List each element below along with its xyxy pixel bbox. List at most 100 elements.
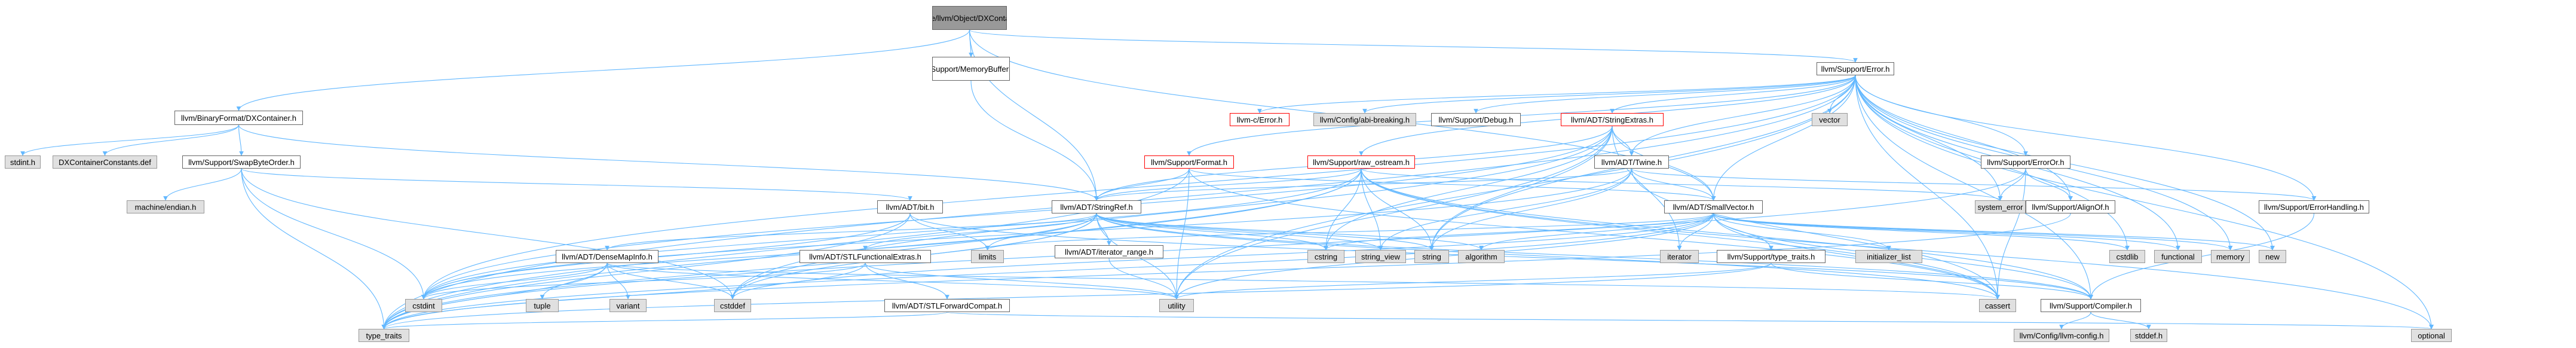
edge-swapbyte-to-type_traits [241,168,387,329]
node-cstring[interactable]: cstring [1307,250,1344,263]
node-errhandling[interactable]: llvm/Support/ErrorHandling.h [2259,200,2369,213]
node-utility[interactable]: utility [1159,299,1194,312]
node-iterrange[interactable]: llvm/ADT/iterator_range.h [1055,245,1163,258]
node-abi[interactable]: llvm/Config/abi-breaking.h [1313,113,1416,126]
node-twine[interactable]: llvm/ADT/Twine.h [1594,155,1669,169]
edge-smallvec-to-cstdlib [1713,213,2130,251]
node-compiler[interactable]: llvm/Support/Compiler.h [2041,299,2141,312]
edge-stringref-to-compiler [1096,213,2093,300]
node-init-list[interactable]: initializer_list [1855,250,1922,263]
edge-densemap-to-utility [607,262,1179,300]
edge-swapbyte-to-endian [163,168,242,201]
edge-errhandling-to-compiler [2088,213,2315,300]
node-label: stddef.h [2134,331,2163,340]
node-label: memory [2216,252,2244,261]
node-label: llvm/Support/Debug.h [1438,115,1514,124]
node-stlforward[interactable]: llvm/ADT/STLForwardCompat.h [884,299,1010,312]
edge-stringref-to-algorithm [1096,213,1484,251]
node-membuf[interactable]: llvm/Support/MemoryBufferRef.h [932,57,1010,81]
node-typetraits-llvm[interactable]: llvm/Support/type_traits.h [1717,250,1825,263]
edge-bfdx-to-stringref [238,124,1099,201]
edge-swapbyte-to-cstdint [241,168,426,300]
edge-stlforward-to-optional [947,312,2433,329]
node-label: cstdint [412,301,435,310]
node-label: llvm/Support/MemoryBufferRef.h [933,64,1009,74]
edge-smallvec-to-new [1713,213,2275,251]
edge-iterrange-to-utility [1108,258,1179,300]
edge-alignof-to-type_traits [381,213,2071,329]
edge-rawostream-to-optional [1361,168,2434,329]
edge-root-to-bfdx [236,29,970,111]
node-label: stdint.h [10,157,35,167]
node-label: llvm/ADT/StringRef.h [1060,202,1133,212]
node-cstdlib[interactable]: cstdlib [2109,250,2145,263]
node-bit[interactable]: llvm/ADT/bit.h [877,200,943,213]
node-memory[interactable]: memory [2211,250,2250,263]
edge-densemap-to-cassert [607,262,2000,300]
node-label: llvm-c/Error.h [1236,115,1283,124]
node-root[interactable]: include/llvm/Object/DXContainer.h [932,6,1007,30]
edge-densemap-to-type_traits [381,262,608,329]
edge-error-to-llvmc_error [1257,75,1856,114]
node-rawostream[interactable]: llvm/Support/raw_ostream.h [1307,155,1415,169]
edge-stlforward-to-type_traits [382,312,948,329]
node-functional[interactable]: functional [2154,250,2202,263]
node-llvmc-error[interactable]: llvm-c/Error.h [1230,113,1289,126]
edge-strextras-to-string [1429,126,1613,251]
node-string-view[interactable]: string_view [1355,250,1406,263]
node-label: llvm/Support/raw_ostream.h [1313,157,1410,167]
edge-rawostream-to-compiler [1361,168,2093,300]
node-label: functional [2161,252,2195,261]
node-algorithm[interactable]: algorithm [1458,250,1505,263]
edge-bfdx-to-dxconst [102,124,240,156]
node-new[interactable]: new [2259,250,2286,263]
node-stringref[interactable]: llvm/ADT/StringRef.h [1052,200,1141,213]
node-endian[interactable]: machine/endian.h [127,200,204,213]
node-cstdint[interactable]: cstdint [405,299,442,312]
node-error[interactable]: llvm/Support/Error.h [1817,62,1894,75]
node-vector[interactable]: vector [1812,113,1848,126]
node-stddef[interactable]: stddef.h [2130,329,2167,342]
node-alignof[interactable]: llvm/Support/AlignOf.h [2026,200,2115,213]
node-label: cstring [1314,252,1338,261]
node-stlfunc[interactable]: llvm/ADT/STLFunctionalExtras.h [800,250,931,263]
node-label: optional [2418,331,2445,340]
node-iterator[interactable]: iterator [1660,250,1699,263]
edge-stlfunc-to-stlforward [865,262,949,300]
node-sys-error[interactable]: system_error [1975,200,2026,213]
node-debug[interactable]: llvm/Support/Debug.h [1431,113,1521,126]
node-label: llvm/Support/SwapByteOrder.h [188,157,295,167]
node-erroror[interactable]: llvm/Support/ErrorOr.h [1981,155,2070,169]
node-stdint[interactable]: stdint.h [5,155,41,169]
node-variant[interactable]: variant [609,299,647,312]
edge-stringref-to-stlfunc [863,213,1097,251]
node-limits[interactable]: limits [971,250,1004,263]
edge-twine-to-stringref [1094,168,1632,201]
edge-stringref-to-string_view [1096,213,1383,251]
node-densemap[interactable]: llvm/ADT/DenseMapInfo.h [556,250,658,263]
edge-twine-to-cassert [1631,168,2000,300]
edge-smallvec-to-iterator [1677,213,1714,251]
node-dxconst[interactable]: DXContainerConstants.def [53,155,157,169]
node-smallvec[interactable]: llvm/ADT/SmallVector.h [1664,200,1763,213]
node-label: cstddef [720,301,745,310]
node-label: iterator [1667,252,1692,261]
node-type-traits[interactable]: type_traits [359,329,409,342]
node-format[interactable]: llvm/Support/Format.h [1144,155,1234,169]
edge-error-to-strextras [1610,75,1856,114]
edge-error-to-smallvec [1711,75,1856,201]
edge-typetraits_llvm-to-utility [1174,262,1772,300]
node-cstddef[interactable]: cstddef [714,299,751,312]
node-string[interactable]: string [1414,250,1449,263]
node-tuple[interactable]: tuple [526,299,559,312]
edge-error-to-compiler [1855,75,2093,300]
edge-smallvec-to-functional [1713,213,2180,251]
node-optional[interactable]: optional [2411,329,2452,342]
edge-error-to-abi [1362,75,1856,114]
node-cassert[interactable]: cassert [1979,299,2016,312]
node-llvmconfig[interactable]: llvm/Config/llvm-config.h [2014,329,2109,342]
node-swapbyte[interactable]: llvm/Support/SwapByteOrder.h [182,155,301,169]
node-bfdx[interactable]: llvm/BinaryFormat/DXContainer.h [174,111,303,125]
node-strextras[interactable]: llvm/ADT/StringExtras.h [1561,113,1664,126]
edge-stringref-to-cstring [1096,213,1328,251]
